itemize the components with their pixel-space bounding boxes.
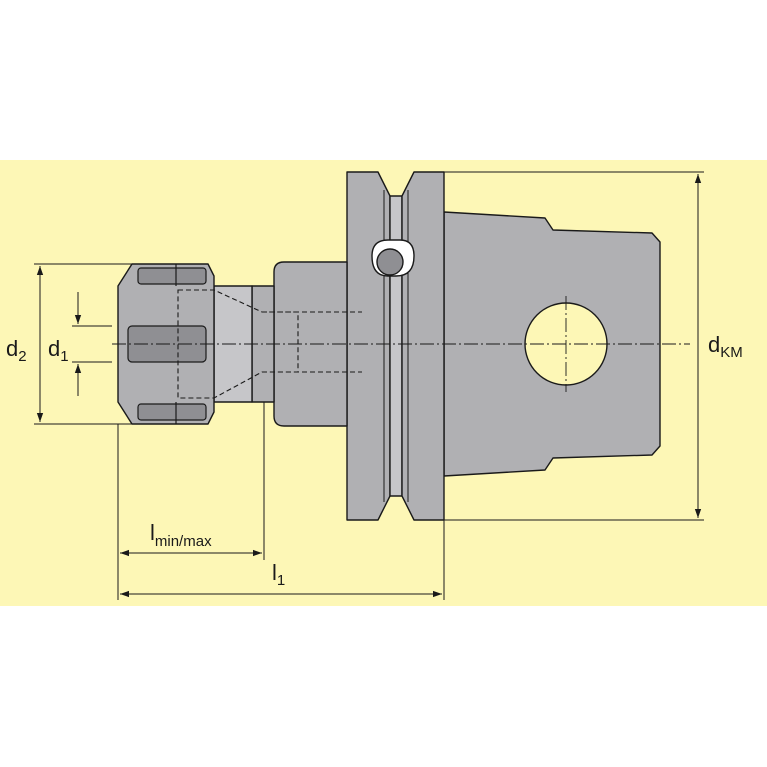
label-l1: l1: [272, 560, 285, 589]
hidden-bore: [177, 289, 362, 399]
label-d2: d2: [6, 336, 27, 365]
nut-slot-top: [137, 267, 207, 285]
dimension-lines: [34, 171, 704, 600]
drive-ball: [371, 239, 415, 277]
label-dkm: dKM: [708, 332, 743, 361]
center-lines: [112, 296, 690, 392]
label-lminmax: lmin/max: [150, 520, 212, 550]
nut-slot-bot: [137, 403, 207, 421]
label-d1: d1: [48, 336, 69, 365]
